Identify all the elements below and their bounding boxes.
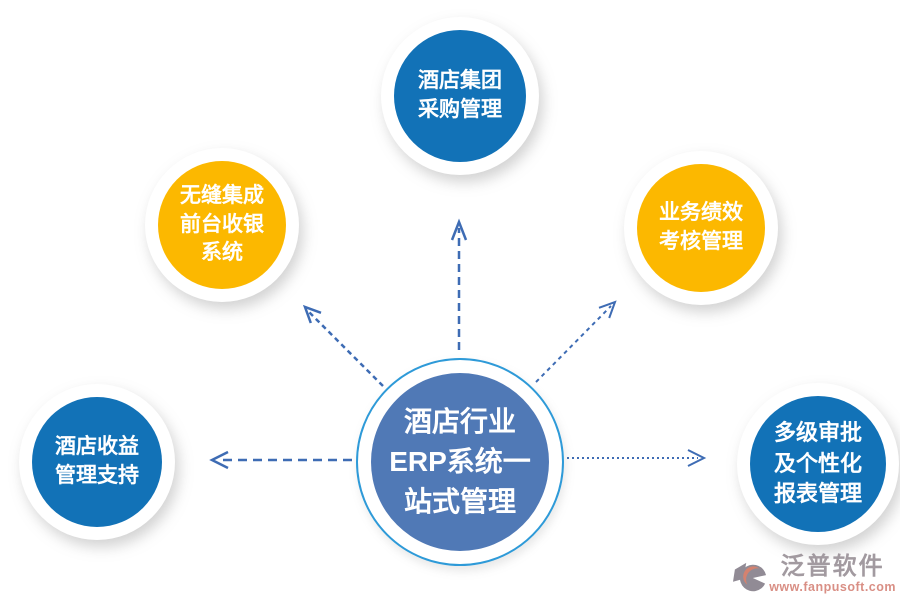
watermark-brand: 泛普软件 (780, 553, 885, 580)
node-multilevel-approval-label: 多级审批 及个性化 报表管理 (773, 420, 862, 507)
watermark: 泛普软件 www.fanpusoft.com (733, 553, 896, 596)
node-revenue-management: 酒店收益 管理支持 (32, 397, 162, 527)
node-seamless-pos-integration: 无缝集成 前台收银 系统 (158, 161, 286, 289)
arrow-to-right-icon (567, 449, 707, 467)
fanpu-logo-icon (733, 562, 767, 592)
node-performance-assessment-label: 业务绩效 考核管理 (659, 201, 743, 253)
node-group-procurement: 酒店集团 采购管理 (394, 30, 526, 162)
center-node-erp-label: 酒店行业 ERP系统一 站式管理 (389, 406, 531, 517)
node-revenue-management-label: 酒店收益 管理支持 (55, 435, 139, 487)
watermark-url: www.fanpusoft.com (769, 580, 896, 595)
center-node-erp: 酒店行业 ERP系统一 站式管理 (371, 373, 549, 551)
node-seamless-pos-integration-label: 无缝集成 前台收银 系统 (180, 183, 264, 265)
node-multilevel-approval: 多级审批 及个性化 报表管理 (750, 396, 886, 532)
arrow-to-upper-left-icon (302, 304, 384, 387)
arrow-to-top-icon (450, 218, 468, 350)
node-performance-assessment: 业务绩效 考核管理 (637, 164, 765, 292)
arrow-to-left-icon (209, 450, 352, 470)
node-group-procurement-label: 酒店集团 采购管理 (418, 69, 502, 121)
watermark-text: 泛普软件 www.fanpusoft.com (769, 553, 896, 595)
center-node-ring (356, 358, 564, 566)
arrow-to-upper-right-icon (535, 300, 617, 383)
